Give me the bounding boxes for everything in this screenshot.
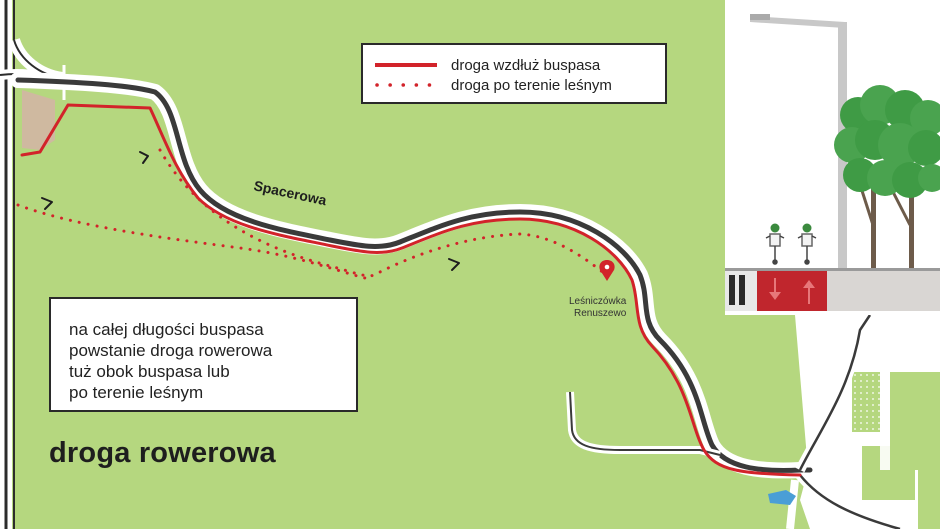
info-line: na całej długości buspasa: [69, 320, 264, 339]
cyclist-icon: [765, 223, 817, 265]
left-parcel: [22, 90, 55, 150]
dotted-line-icon: [375, 83, 437, 87]
map-pin-icon: [599, 260, 615, 281]
street-label: Spacerowa: [252, 177, 328, 208]
urban-area: [795, 315, 940, 529]
map-legend: droga wzdłuż buspasa droga po terenie le…: [361, 43, 667, 104]
page-title: droga rowerowa: [49, 437, 276, 469]
tree-icon: [834, 85, 940, 270]
route-along-buslane: [20, 103, 802, 477]
road-cross-section: [725, 0, 940, 315]
direction-arrow-icon: [41, 151, 460, 271]
main-road: [10, 72, 818, 479]
route-forest: [16, 148, 607, 280]
pond: [768, 490, 796, 505]
info-line: po terenie leśnym: [69, 383, 204, 402]
legend-item-along-buslane: droga wzdłuż buspasa: [373, 55, 600, 75]
poi-label-line2: Renuszewo: [574, 308, 627, 319]
lane-arrow-icon: [769, 278, 815, 304]
poi-label-line1: Leśniczówka: [569, 296, 627, 307]
legend-item-forest: droga po terenie leśnym: [373, 75, 612, 95]
info-box: na całej długości buspasa powstanie drog…: [49, 297, 358, 412]
info-line: powstanie droga rowerowa: [69, 341, 273, 360]
solid-line-icon: [375, 63, 437, 67]
info-line: tuż obok buspasa lub: [69, 362, 230, 381]
legend-label-forest: droga po terenie leśnym: [451, 76, 612, 94]
legend-label-along-buslane: droga wzdłuż buspasa: [451, 56, 601, 74]
side-roads: [566, 312, 902, 529]
